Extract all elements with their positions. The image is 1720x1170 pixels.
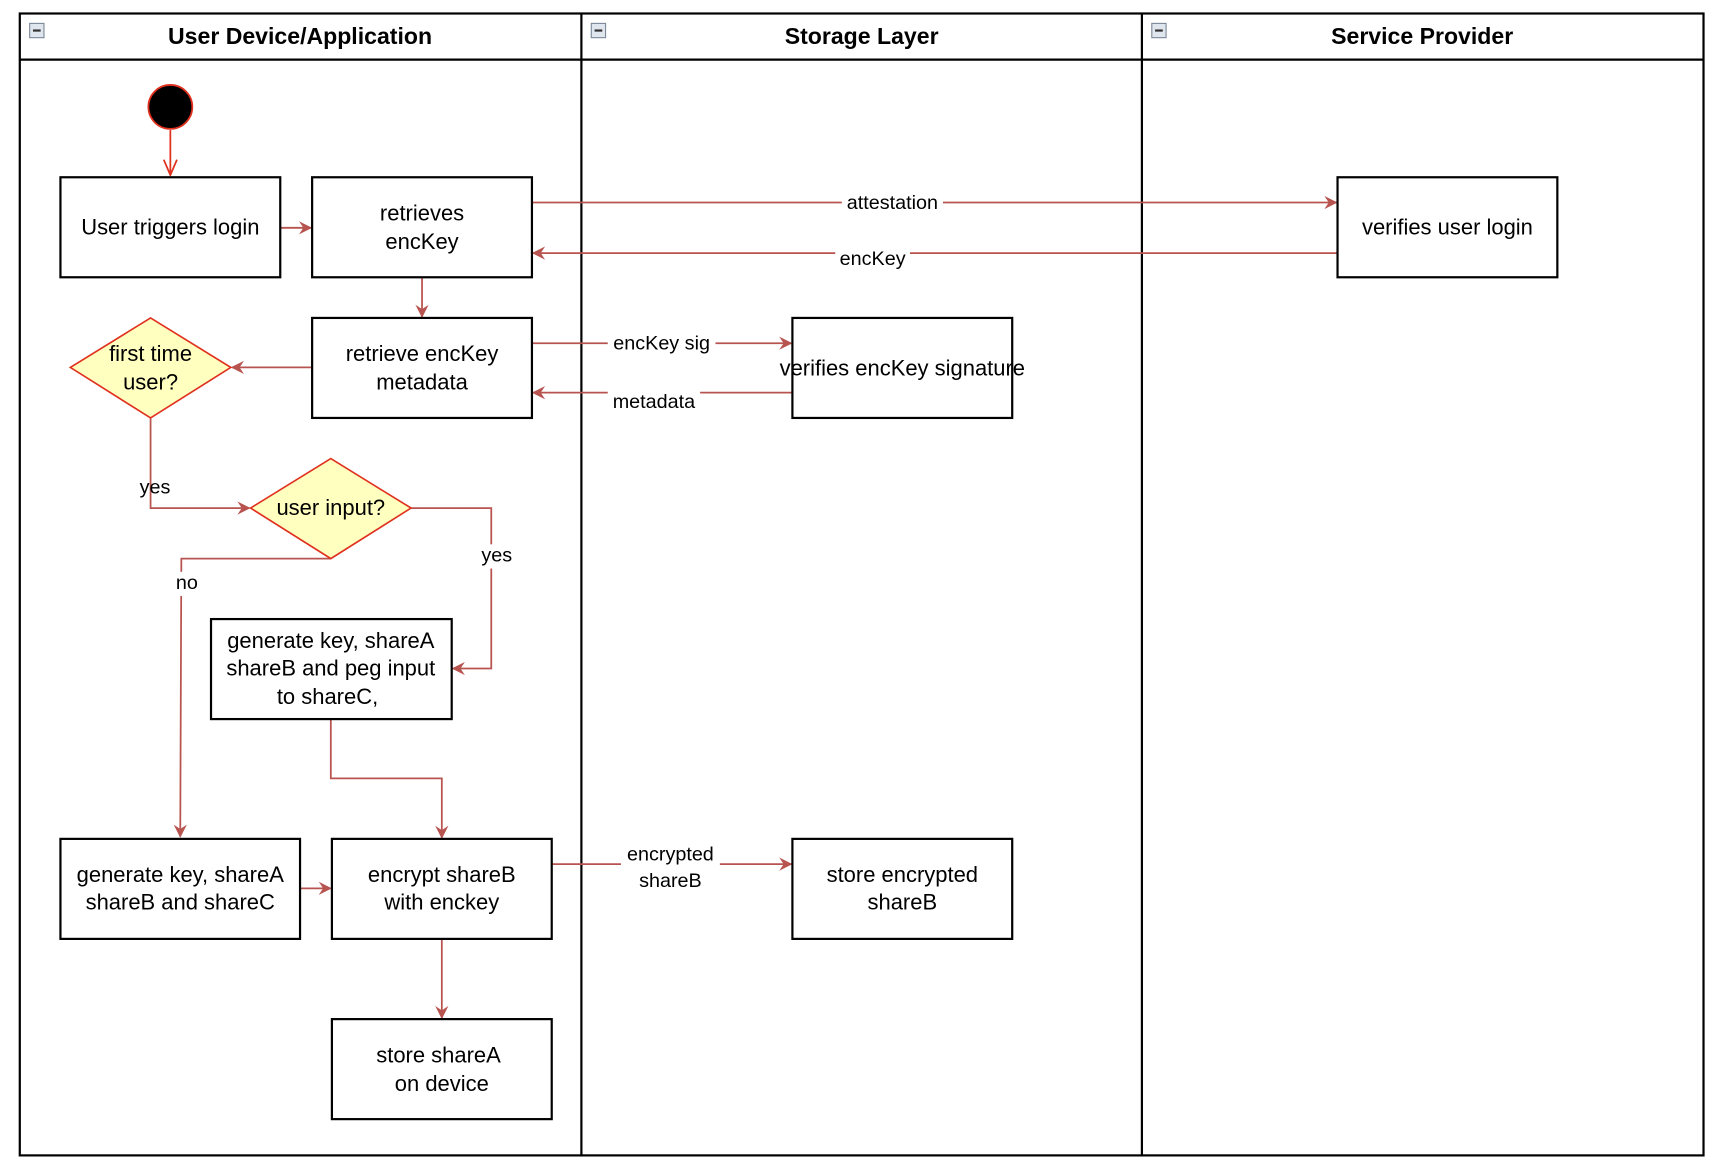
label-encrypted-shareb: encrypted — [627, 844, 714, 866]
edge-peg-to-encrypt — [329, 719, 449, 839]
label-attestation: attestation — [847, 192, 938, 214]
node-generate-peg[interactable]: generate key, shareA shareB and peg inpu… — [209, 617, 453, 721]
node-label: encrypt shareB — [368, 862, 516, 887]
node-label: shareB — [868, 890, 938, 915]
node-label: generate key, shareA — [77, 862, 285, 887]
node-label: encKey — [385, 229, 458, 254]
node-label: shareB and shareC — [86, 890, 275, 915]
lane-title: Service Provider — [1331, 23, 1513, 49]
node-retrieve-metadata[interactable]: retrieve encKey metadata — [311, 316, 534, 420]
label-no: no — [176, 572, 198, 594]
node-label: first time — [109, 341, 192, 366]
decision-first-time-user[interactable]: first time user? — [68, 316, 233, 419]
lane-title: User Device/Application — [168, 23, 432, 49]
label-metadata: metadata — [613, 391, 695, 413]
node-label: user input? — [276, 495, 385, 520]
node-encrypt-shareb[interactable]: encrypt shareB with enckey — [330, 837, 553, 940]
node-verifies-user-login[interactable]: verifies user login — [1336, 176, 1559, 279]
collapse-icon[interactable] — [1151, 22, 1167, 39]
start-node — [147, 84, 194, 130]
node-label: with enckey — [383, 890, 499, 915]
node-generate-shares[interactable]: generate key, shareA shareB and shareC — [59, 837, 302, 940]
node-label: store encrypted — [827, 862, 978, 887]
node-label: metadata — [376, 370, 468, 395]
label-yes: yes — [140, 477, 171, 499]
label-enckey: encKey — [840, 248, 906, 270]
lane-storage-layer: Storage Layer — [590, 22, 939, 49]
node-label: retrieves — [380, 200, 464, 225]
node-user-triggers-login[interactable]: User triggers login — [59, 176, 282, 279]
edge-yes-user-input — [411, 507, 493, 676]
label-enckey-sig: encKey sig — [613, 333, 710, 355]
edge-yes-first-time — [149, 417, 251, 515]
node-store-encrypted[interactable]: store encrypted shareB — [791, 837, 1014, 940]
node-retrieves-enckey[interactable]: retrieves encKey — [311, 176, 534, 279]
node-label: shareB and peg input — [226, 655, 435, 680]
label-yes: yes — [481, 545, 512, 567]
edge-labels: attestation encKey encKey sig metadata y… — [140, 191, 943, 894]
node-store-sharea[interactable]: store shareA on device — [330, 1018, 553, 1121]
node-label: to shareC, — [277, 684, 378, 709]
lane-user-device: User Device/Application — [29, 22, 432, 49]
node-label: retrieve encKey — [346, 341, 499, 366]
node-label: generate key, shareA — [227, 628, 435, 653]
node-label: User triggers login — [81, 215, 259, 240]
collapse-icon[interactable] — [29, 22, 45, 39]
label-encrypted-shareb: shareB — [639, 870, 702, 892]
node-label: store shareA — [376, 1042, 501, 1067]
node-label: verifies encKey signature — [780, 355, 1025, 380]
node-label: verifies user login — [1362, 215, 1533, 240]
collapse-icon[interactable] — [590, 22, 607, 39]
node-label: user? — [123, 370, 178, 395]
decision-user-input[interactable]: user input? — [249, 457, 413, 560]
node-label: on device — [395, 1071, 489, 1096]
edge-no-user-input — [173, 557, 331, 838]
lane-service-provider: Service Provider — [1151, 22, 1513, 49]
lane-title: Storage Layer — [785, 23, 939, 49]
node-verifies-signature[interactable]: verifies encKey signature — [780, 316, 1025, 420]
